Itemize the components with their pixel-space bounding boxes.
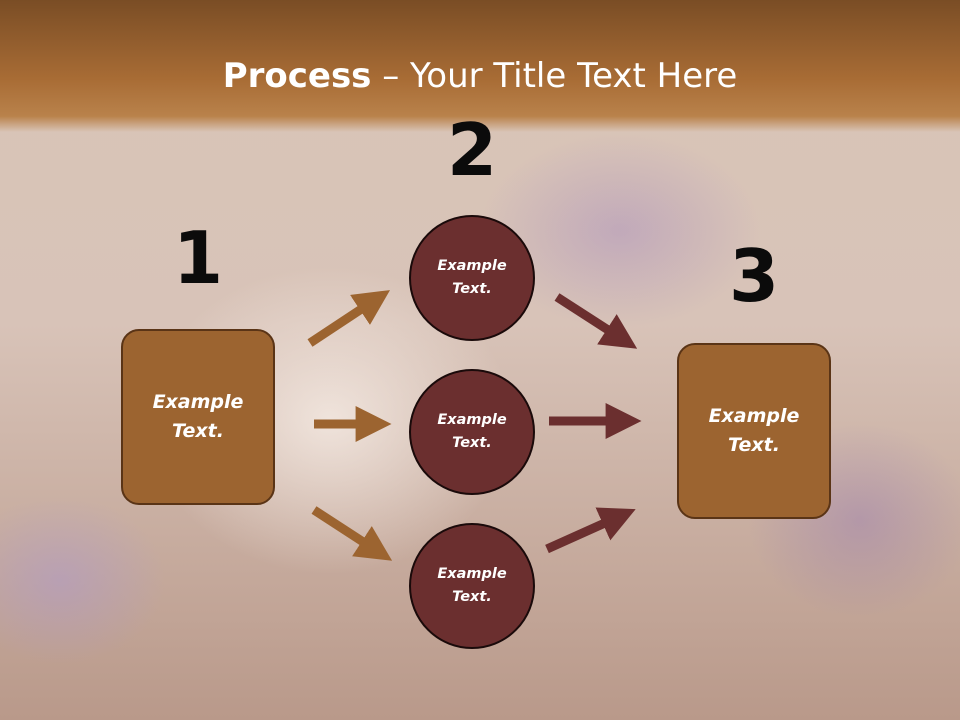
- step-box-1-label: Example Text.: [152, 391, 244, 442]
- arrow-out-bottom-icon: [545, 507, 636, 554]
- step-circle-middle-label: Example Text.: [437, 412, 507, 451]
- step-circle-bottom-label: Example Text.: [437, 566, 507, 605]
- step-number-1: 1: [172, 216, 224, 300]
- title-bold: Process: [222, 56, 372, 96]
- step-box-1: Example Text.: [121, 329, 275, 505]
- header-band: [0, 0, 960, 132]
- slide-title: Process – Your Title Text Here: [0, 54, 960, 98]
- step-circle-top: Example Text.: [409, 215, 535, 341]
- step-box-3-label: Example Text.: [708, 405, 800, 456]
- arrow-in-bottom-icon: [311, 506, 393, 561]
- step-box-3: Example Text.: [677, 343, 831, 519]
- step-number-3: 3: [728, 234, 780, 318]
- step-number-2: 2: [446, 108, 498, 192]
- step-circle-middle: Example Text.: [409, 369, 535, 495]
- step-circle-top-label: Example Text.: [437, 258, 507, 297]
- arrow-out-top-icon: [554, 293, 638, 349]
- step-circle-bottom: Example Text.: [409, 523, 535, 649]
- title-rest: – Your Title Text Here: [371, 56, 738, 96]
- arrow-in-top-icon: [307, 290, 391, 347]
